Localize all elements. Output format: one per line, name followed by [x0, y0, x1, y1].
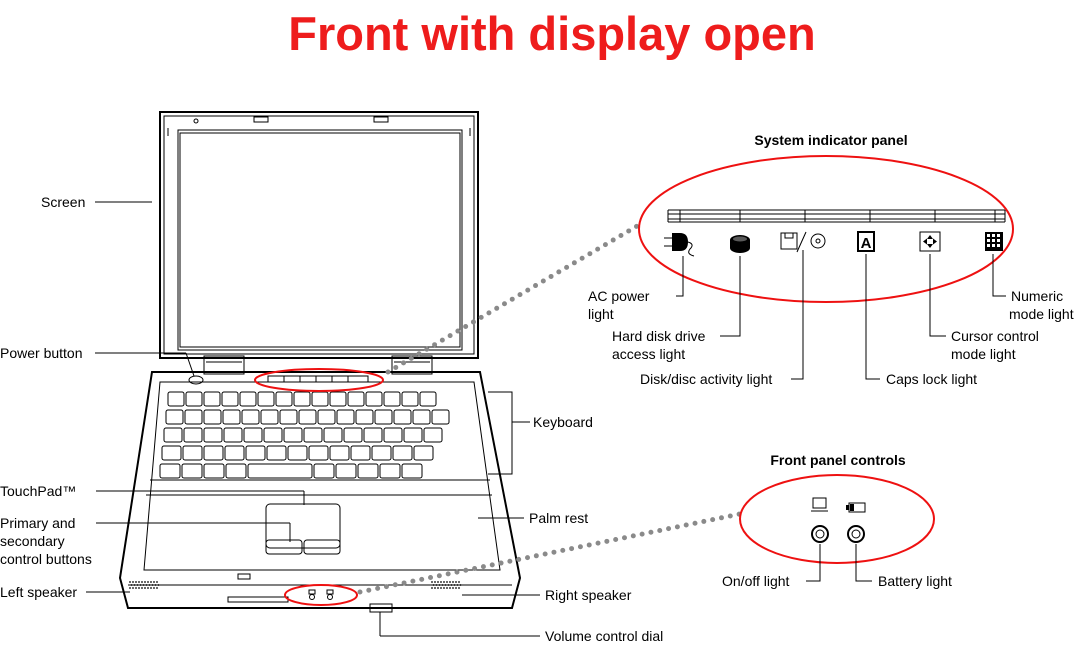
laptop-lid: [159, 111, 479, 375]
diagram-title: Front with display open: [288, 7, 815, 60]
onoff-icon: [811, 497, 828, 512]
label-hdd-1: Hard disk drive: [612, 328, 706, 344]
label-buttons-3: control buttons: [0, 551, 92, 567]
power-button: [188, 375, 204, 385]
label-caps-lock: Caps lock light: [886, 371, 977, 387]
left-callouts: Screen Power button TouchPad™ Primary an…: [0, 194, 305, 600]
laptop-base: [118, 371, 522, 613]
onoff-light: [811, 525, 829, 543]
caps-lock-icon: A: [857, 231, 875, 252]
battery-light: [847, 525, 865, 543]
indicator-panel-heading: System indicator panel: [754, 132, 907, 148]
label-left-speaker: Left speaker: [0, 584, 77, 600]
cursor-control-icon: [919, 231, 941, 252]
front-panel-heading: Front panel controls: [770, 452, 906, 468]
front-panel-highlight: [284, 584, 358, 606]
system-indicator-panel: System indicator panel: [588, 132, 1074, 387]
label-cursor-1: Cursor control: [951, 328, 1039, 344]
front-panel-dotted-leader: [357, 511, 743, 595]
label-disk-activity: Disk/disc activity light: [640, 371, 772, 387]
front-panel-controls-highlight: [739, 474, 935, 564]
left-speaker: [129, 581, 160, 589]
label-volume-dial: Volume control dial: [545, 628, 663, 644]
indicator-strip: [267, 375, 369, 383]
label-ac-power-1: AC power: [588, 288, 650, 304]
label-numeric-2: mode light: [1009, 306, 1074, 322]
svg-text:A: A: [861, 235, 872, 252]
hard-disk-icon: [730, 235, 750, 253]
laptop-illustration: [118, 111, 743, 613]
screen: [179, 132, 461, 348]
right-speaker: [431, 581, 462, 589]
volume-dial: [369, 603, 393, 613]
battery-icon: [846, 502, 866, 513]
touchpad-buttons: [265, 539, 341, 555]
label-screen: Screen: [41, 194, 85, 210]
label-ac-power-2: light: [588, 306, 614, 322]
label-palm-rest: Palm rest: [529, 510, 588, 526]
label-onoff-light: On/off light: [722, 573, 790, 589]
label-numeric-1: Numeric: [1011, 288, 1063, 304]
indicator-panel-strip: [667, 209, 1006, 223]
label-cursor-2: mode light: [951, 346, 1016, 362]
label-battery-light: Battery light: [878, 573, 952, 589]
front-panel-controls: Front panel controls On/off light Batter…: [722, 452, 952, 589]
disk-disc-icon: [780, 231, 826, 253]
indicator-panel-highlight: [638, 155, 1014, 303]
right-callouts: Keyboard Palm rest Right speaker Volume …: [379, 391, 663, 644]
label-buttons-1: Primary and: [0, 515, 75, 531]
keyboard: [159, 391, 450, 479]
label-keyboard: Keyboard: [533, 414, 593, 430]
indicator-strip-highlight: [254, 368, 384, 392]
ac-power-icon: [664, 233, 695, 257]
label-right-speaker: Right speaker: [545, 587, 632, 603]
touchpad: [265, 503, 341, 549]
label-touchpad: TouchPad™: [0, 483, 76, 499]
label-buttons-2: secondary: [0, 533, 65, 549]
label-power-button: Power button: [0, 345, 83, 361]
numeric-mode-icon: [985, 232, 1003, 251]
label-hdd-2: access light: [612, 346, 685, 362]
